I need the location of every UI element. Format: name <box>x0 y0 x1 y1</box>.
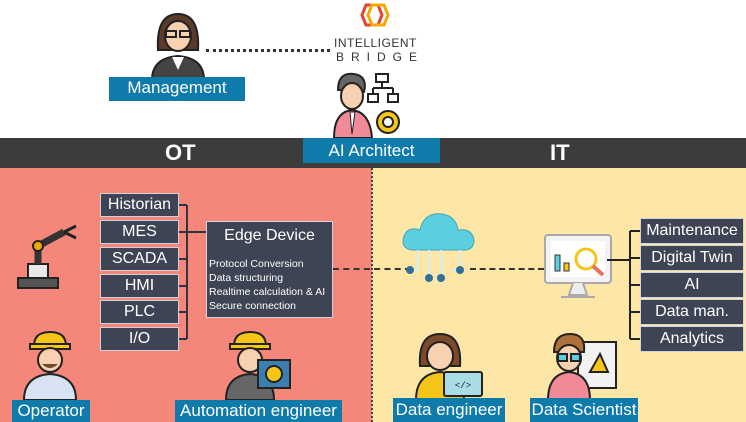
edge-device-box: Edge Device Protocol Conversion Data str… <box>206 221 333 318</box>
ot-system-plc: PLC <box>100 300 179 324</box>
ot-system-scada: SCADA <box>100 247 179 271</box>
operator-icon <box>22 330 78 401</box>
ot-heading: OT <box>165 140 196 165</box>
ot-system-hmi: HMI <box>100 274 179 298</box>
edge-feature: Secure connection <box>209 300 296 312</box>
ai-architect-icon <box>332 72 400 139</box>
section-band: OT IT <box>0 138 746 168</box>
management-person-icon <box>150 12 206 81</box>
intelligent-bridge-logo-icon <box>360 3 390 27</box>
operator-label: Operator <box>12 400 90 422</box>
automation-engineer-icon <box>224 330 291 401</box>
logo-text-line2: BRIDGE <box>336 50 425 64</box>
ot-system-mes: MES <box>100 220 179 244</box>
it-apps-bracket <box>629 230 640 340</box>
data-scientist-label: Data Scientist <box>530 398 638 422</box>
monitor-connector <box>607 259 630 261</box>
it-app-analytics: Analytics <box>640 326 744 352</box>
edge-to-cloud-connector <box>333 268 411 270</box>
data-engineer-label: Data engineer <box>393 398 505 422</box>
svg-text:</>: </> <box>455 381 471 391</box>
ot-systems-bracket <box>179 204 206 340</box>
ot-system-io: I/O <box>100 327 179 351</box>
it-app-ai: AI <box>640 272 744 298</box>
data-scientist-icon <box>546 332 617 401</box>
it-app-data-management: Data man. <box>640 299 744 325</box>
edge-feature: Realtime calculation & AI <box>209 286 326 298</box>
management-connector <box>206 49 330 52</box>
ai-architect-label: AI Architect <box>303 138 440 163</box>
cloud-to-monitor-connector <box>470 268 544 270</box>
cloud-icon <box>402 213 475 282</box>
ot-system-historian: Historian <box>100 193 179 217</box>
logo-text-line1: INTELLIGENT <box>334 36 417 50</box>
edge-device-title: Edge Device <box>224 227 315 244</box>
data-engineer-icon: </> <box>414 332 483 401</box>
it-app-maintenance: Maintenance <box>640 218 744 244</box>
it-heading: IT <box>550 140 570 165</box>
edge-feature: Protocol Conversion <box>209 258 304 270</box>
ot-it-divider <box>371 168 373 422</box>
it-app-digital-twin: Digital Twin <box>640 245 744 271</box>
robot-arm-icon <box>17 224 77 289</box>
analytics-monitor-icon <box>544 234 612 298</box>
management-label: Management <box>109 77 245 101</box>
edge-feature: Data structuring <box>209 272 284 284</box>
automation-engineer-label: Automation engineer <box>175 400 342 422</box>
